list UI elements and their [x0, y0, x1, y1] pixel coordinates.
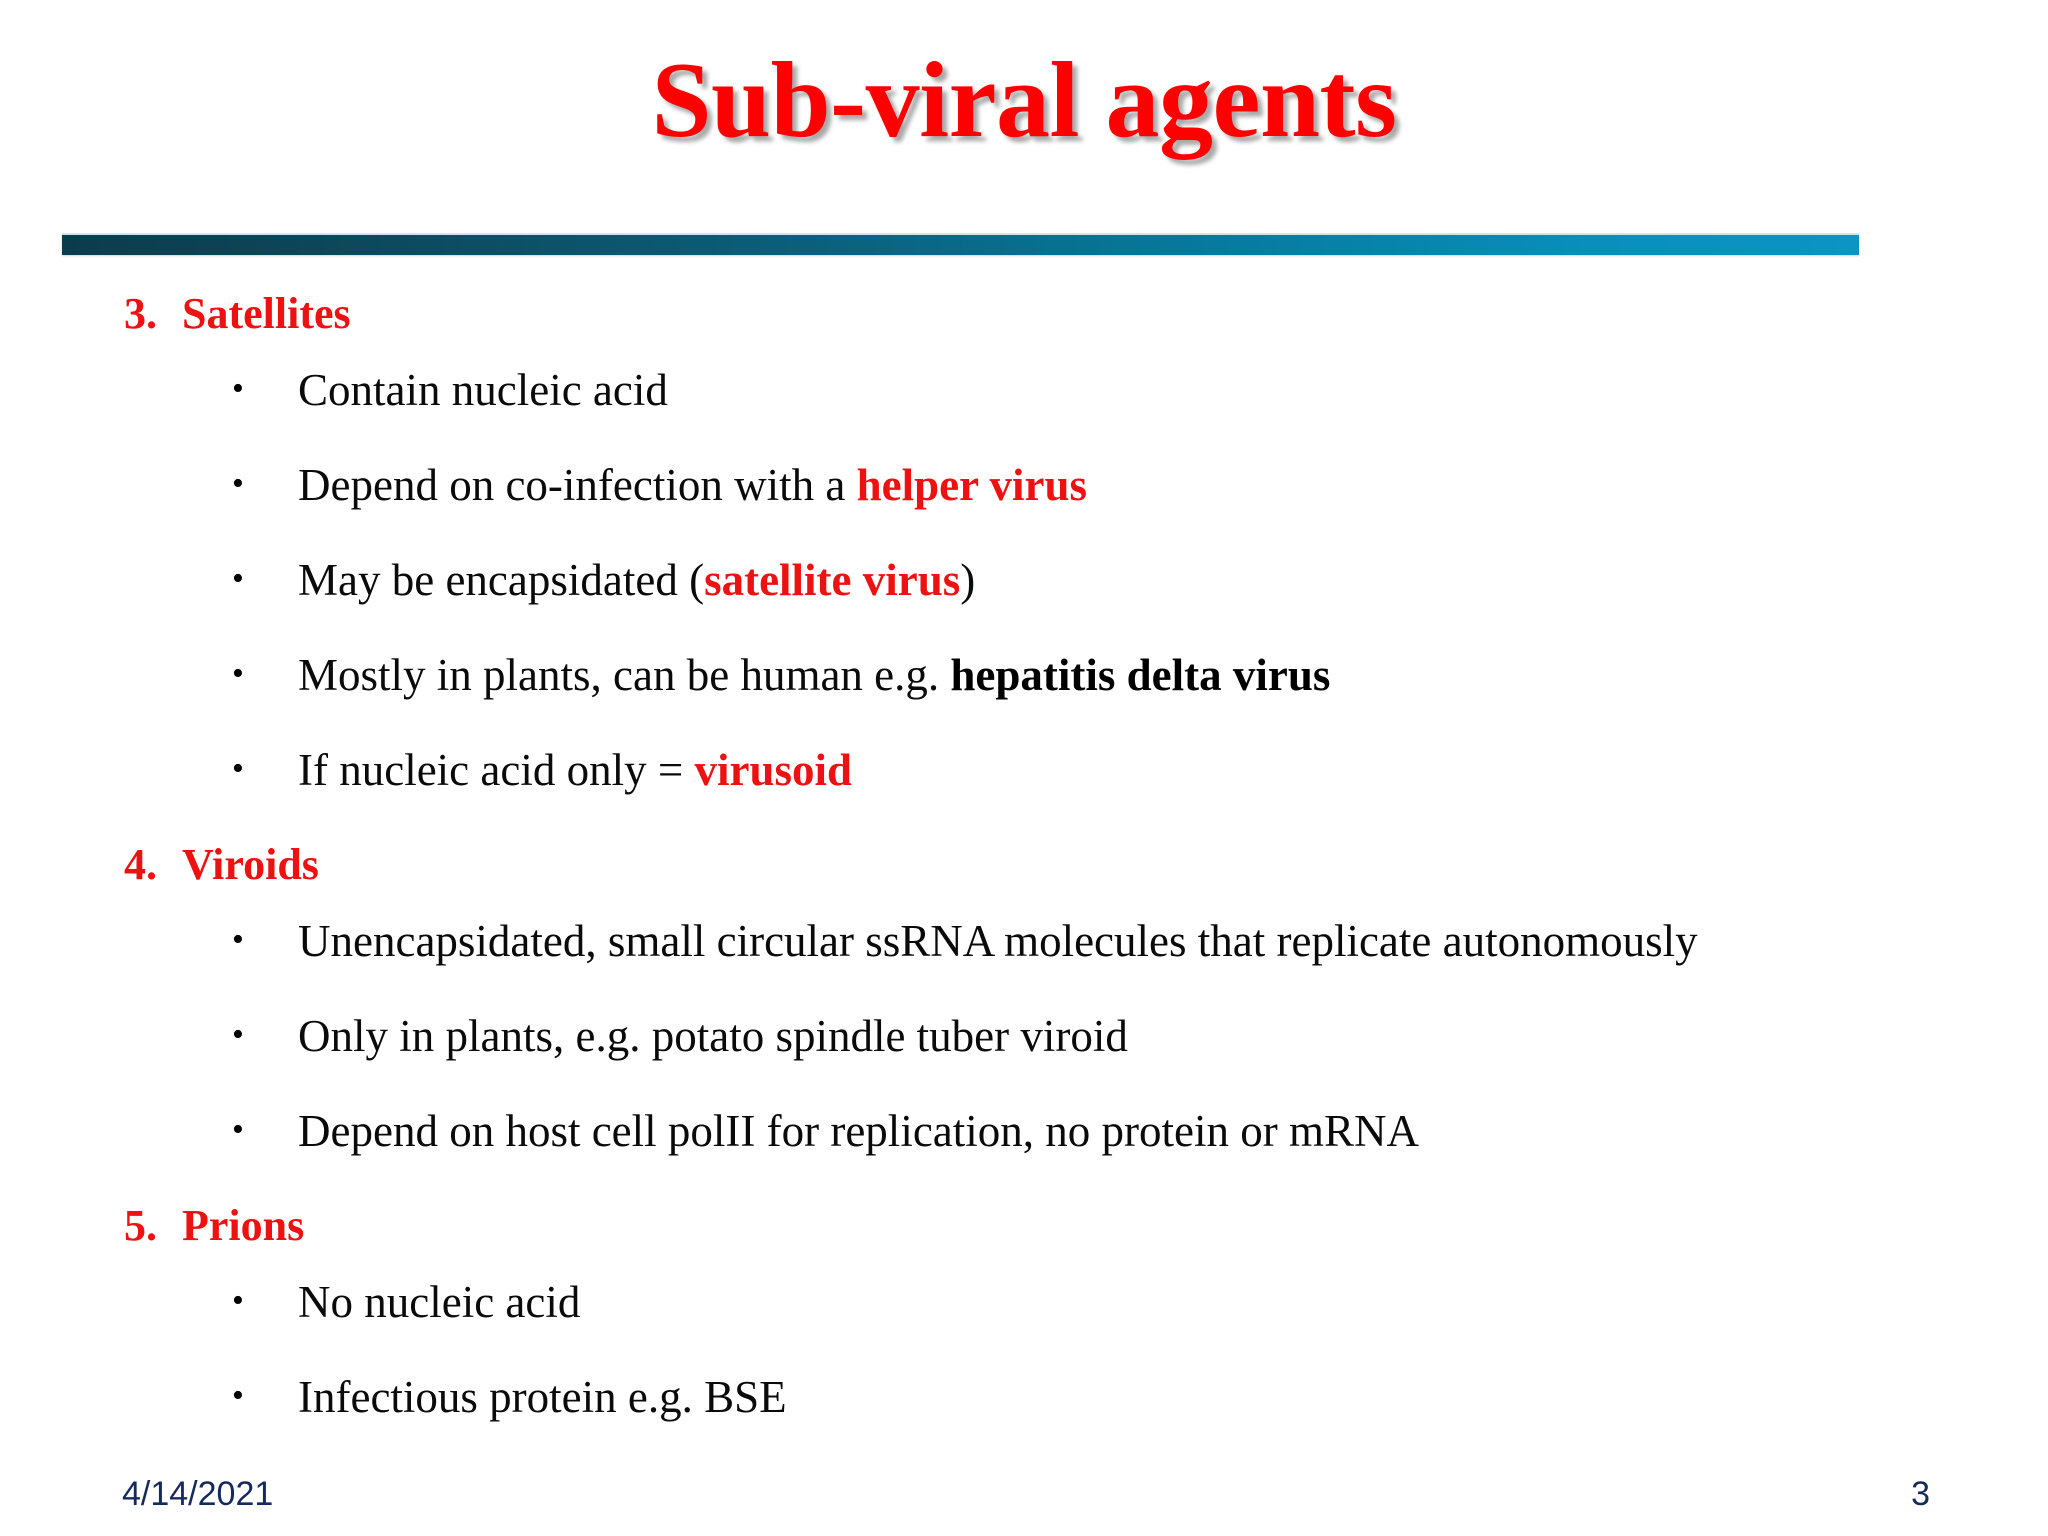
- bullet-text: Unencapsidated, small circular ssRNA mol…: [298, 919, 1698, 964]
- bullet-text-span: Only in plants, e.g. potato spindle tube…: [298, 1011, 1128, 1061]
- bullet-emphasis-span: virusoid: [694, 745, 853, 795]
- bullet-item: • Infectious protein e.g. BSE: [0, 1375, 2048, 1470]
- section-label: Prions: [182, 1201, 305, 1250]
- bullet-item: • Contain nucleic acid: [0, 368, 2048, 463]
- bullet-emphasis-span: satellite virus: [704, 555, 961, 605]
- title-divider: [62, 233, 1859, 255]
- bullet-text-span: Unencapsidated, small circular ssRNA mol…: [298, 916, 1698, 966]
- bullet-item: • Depend on host cell polII for replicati…: [0, 1109, 2048, 1204]
- section-number: 3.: [124, 289, 157, 338]
- bullet-emphasis-span: hepatitis delta virus: [950, 650, 1331, 700]
- bullet-point-icon: •: [232, 560, 244, 597]
- bullet-point-icon: •: [232, 750, 244, 787]
- bullet-text-span: Depend on co-infection with a: [298, 460, 857, 510]
- section-number: 5.: [124, 1201, 157, 1250]
- bullet-point-icon: •: [232, 921, 244, 958]
- section-heading-prions: 5. Prions: [0, 1204, 2048, 1280]
- bullet-text-span: Mostly in plants, can be human e.g.: [298, 650, 951, 700]
- bullet-point-icon: •: [232, 370, 244, 407]
- bullet-text: If nucleic acid only = virusoid: [298, 748, 852, 793]
- bullet-emphasis-span: helper virus: [856, 460, 1088, 510]
- outline-section: 3. Satellites • Contain nucleic acid • Depend…: [0, 292, 2048, 843]
- outline-section: 4. Viroids • Unencapsidated, small circular…: [0, 843, 2048, 1204]
- bullet-text-span: ): [960, 555, 976, 605]
- bullet-point-icon: •: [232, 1377, 244, 1414]
- bullet-text: Infectious protein e.g. BSE: [298, 1375, 787, 1420]
- bullet-text-span: No nucleic acid: [298, 1277, 581, 1327]
- footer-page-number: 3: [1911, 1475, 1930, 1513]
- bullet-item: • Unencapsidated, small circular ssRNA mo…: [0, 919, 2048, 1014]
- bullet-point-icon: •: [232, 1282, 244, 1319]
- section-heading-viroids: 4. Viroids: [0, 843, 2048, 919]
- divider-highlight: [62, 233, 1859, 235]
- footer-date: 4/14/2021: [122, 1475, 274, 1513]
- bullet-item: • If nucleic acid only = virusoid: [0, 748, 2048, 843]
- bullet-text: No nucleic acid: [298, 1280, 580, 1325]
- bullet-text: Mostly in plants, can be human e.g. hepa…: [298, 653, 1330, 698]
- bullet-text: Only in plants, e.g. potato spindle tube…: [298, 1014, 1128, 1059]
- bullet-point-icon: •: [232, 1111, 244, 1148]
- outline-section: 5. Prions • No nucleic acid • Infectious prot…: [0, 1204, 2048, 1470]
- bullet-text-span: Contain nucleic acid: [298, 365, 668, 415]
- slide-body: 3. Satellites • Contain nucleic acid • Depend…: [0, 292, 2048, 1470]
- bullet-item: • May be encapsidated (satellite virus): [0, 558, 2048, 653]
- bullet-item: • No nucleic acid: [0, 1280, 2048, 1375]
- bullet-item: • Only in plants, e.g. potato spindle tub…: [0, 1014, 2048, 1109]
- page-title: Sub-viral agents: [651, 41, 1397, 160]
- bullet-text-span: If nucleic acid only =: [298, 745, 695, 795]
- section-label: Viroids: [182, 840, 319, 889]
- section-label: Satellites: [182, 289, 351, 338]
- bullet-text: May be encapsidated (satellite virus): [298, 558, 975, 603]
- bullet-item: • Depend on co-infection with a helper vi…: [0, 463, 2048, 558]
- bullet-text: Depend on host cell polII for replicatio…: [298, 1109, 1419, 1154]
- bullet-point-icon: •: [232, 465, 244, 502]
- bullet-text-span: Depend on host cell polII for replicatio…: [298, 1106, 1419, 1156]
- bullet-text-span: Infectious protein e.g. BSE: [298, 1372, 787, 1422]
- bullet-text-span: May be encapsidated (: [298, 555, 705, 605]
- bullet-item: • Mostly in plants, can be human e.g. hep…: [0, 653, 2048, 748]
- bullet-point-icon: •: [232, 655, 244, 692]
- bullet-text: Depend on co-infection with a helper vir…: [298, 463, 1087, 508]
- section-number: 4.: [124, 840, 157, 889]
- bullet-point-icon: •: [232, 1016, 244, 1053]
- divider-bar: [62, 235, 1859, 255]
- bullet-text: Contain nucleic acid: [298, 368, 668, 413]
- section-heading-satellites: 3. Satellites: [0, 292, 2048, 368]
